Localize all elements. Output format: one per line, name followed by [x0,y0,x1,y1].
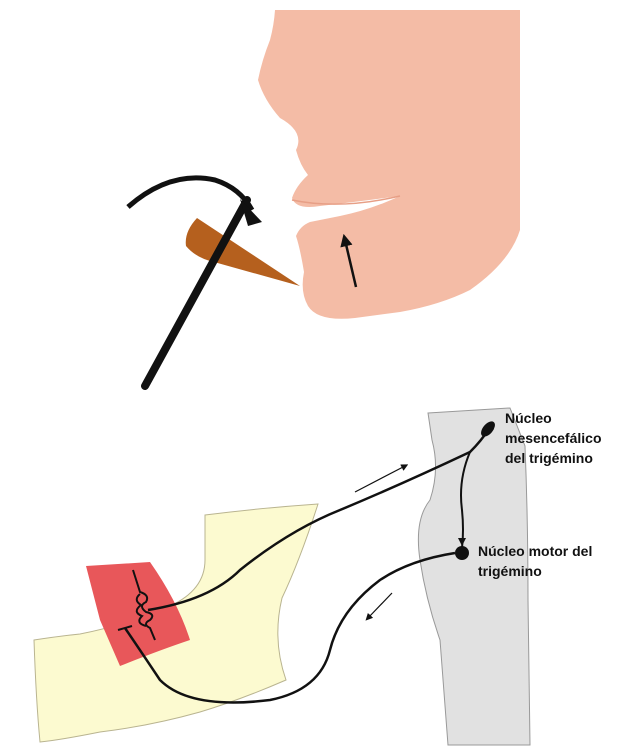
motor-nucleus-cell [455,546,469,560]
motor-label-line2: trigémino [478,563,542,579]
mesencephalic-label-line1: Núcleo [505,410,552,426]
mesencephalic-nucleus-label: Núcleo mesencefálico del trigémino [505,410,602,466]
afferent-direction-arrow [355,466,405,492]
mesencephalic-label-line3: del trigémino [505,450,593,466]
mesencephalic-label-line2: mesencefálico [505,430,602,446]
motor-label-line1: Núcleo motor del [478,543,592,559]
face-profile [258,10,520,319]
face-shape [258,10,520,319]
tap-motion-arrow [128,178,252,210]
reflex-hammer [128,178,300,386]
efferent-direction-arrow [368,593,392,618]
